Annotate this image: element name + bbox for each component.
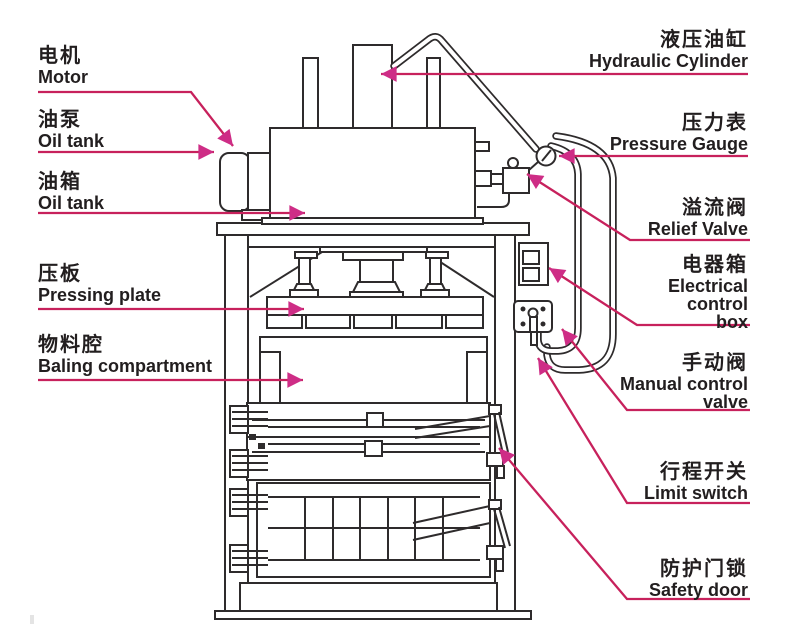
label-motor-zh: 电机 xyxy=(38,45,82,67)
platen-assembly xyxy=(249,246,495,299)
gauge-needle xyxy=(541,149,552,162)
label-hydraulic-cylinder-en: Hydraulic Cylinder xyxy=(588,51,748,71)
arrow-motor xyxy=(38,90,234,147)
label-manual-control-valve-en: Manual control valve xyxy=(619,374,748,412)
pressing-plate-part xyxy=(266,296,484,329)
label-hydraulic-cylinder-zh: 液压油缸 xyxy=(660,29,748,51)
arrow-electrical-box xyxy=(548,267,750,327)
label-pressure-gauge: 压力表 Pressure Gauge xyxy=(610,112,748,153)
base-part xyxy=(214,610,532,620)
label-baling-compartment-zh: 物料腔 xyxy=(38,334,104,356)
leader-arrows xyxy=(38,66,750,601)
label-motor-en: Motor xyxy=(38,67,88,87)
upper-door-part xyxy=(229,402,509,481)
label-motor: 电机 Motor xyxy=(38,45,88,86)
scan-artifact xyxy=(30,615,34,624)
arrow-manual-valve xyxy=(561,328,750,412)
label-safety-door-zh: 防护门锁 xyxy=(660,558,748,580)
arrow-safety-door xyxy=(498,447,750,601)
label-oil-pump-en: Oil tank xyxy=(38,131,105,151)
label-manual-control-valve-zh: 手动阀 xyxy=(682,352,748,374)
arrow-limit-switch xyxy=(537,357,750,505)
oil-pump-part xyxy=(247,152,271,212)
arrow-relief-valve xyxy=(526,173,750,242)
label-baling-compartment-en: Baling compartment xyxy=(38,356,213,376)
label-oil-pump: 油泵 Oil tank xyxy=(38,109,104,150)
label-relief-valve: 溢流阀 Relief Valve xyxy=(648,197,748,238)
label-pressure-gauge-zh: 压力表 xyxy=(682,112,748,134)
label-pressing-plate-en: Pressing plate xyxy=(38,285,162,305)
label-oil-tank-zh: 油箱 xyxy=(38,171,82,193)
label-electrical-control-box: 电器箱 Electrical control box xyxy=(668,254,748,331)
relief-valve-part xyxy=(477,157,530,208)
label-electrical-control-box-en: Electrical control box xyxy=(667,276,748,332)
manual-control-valve-part xyxy=(513,300,553,346)
hydraulic-cylinder-part xyxy=(302,44,441,130)
motor-part xyxy=(219,152,271,221)
label-electrical-control-box-zh: 电器箱 xyxy=(682,254,748,276)
label-relief-valve-zh: 溢流阀 xyxy=(682,197,748,219)
label-relief-valve-en: Relief Valve xyxy=(647,219,748,239)
pipe-fittings xyxy=(474,141,504,187)
label-limit-switch: 行程开关 Limit switch xyxy=(644,461,748,502)
electrical-control-box-part xyxy=(518,242,549,286)
label-safety-door-en: Safety door xyxy=(648,580,748,600)
label-safety-door: 防护门锁 Safety door xyxy=(649,558,748,599)
label-limit-switch-en: Limit switch xyxy=(643,483,748,503)
label-manual-control-valve: 手动阀 Manual control valve xyxy=(620,352,748,411)
baling-compartment-part xyxy=(259,336,488,403)
label-oil-tank-en: Oil tank xyxy=(38,193,105,213)
label-oil-pump-zh: 油泵 xyxy=(38,109,82,131)
label-baling-compartment: 物料腔 Baling compartment xyxy=(38,334,212,375)
oil-tank-part xyxy=(261,127,484,225)
label-pressing-plate: 压板 Pressing plate xyxy=(38,263,161,304)
pressure-gauge-part xyxy=(528,145,557,171)
label-hydraulic-cylinder: 液压油缸 Hydraulic Cylinder xyxy=(589,29,748,70)
label-oil-tank: 油箱 Oil tank xyxy=(38,171,104,212)
label-pressing-plate-zh: 压板 xyxy=(38,263,82,285)
lower-door-part xyxy=(229,482,511,578)
label-limit-switch-zh: 行程开关 xyxy=(660,461,748,483)
label-pressure-gauge-en: Pressure Gauge xyxy=(609,134,748,154)
